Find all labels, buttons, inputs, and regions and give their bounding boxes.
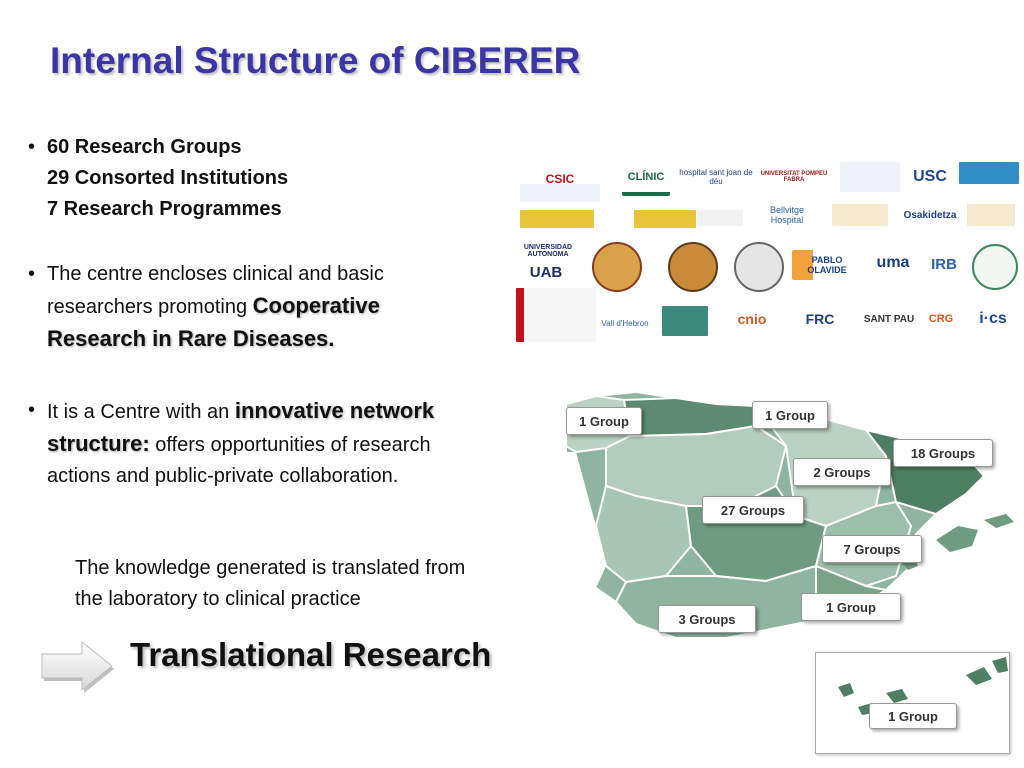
logo-institut-catala-salut [959, 162, 1019, 184]
programmes-count: 7 Research Programmes [47, 198, 282, 220]
logo-cnio: cnio [737, 311, 767, 327]
research-groups-count: 60 Research Groups [47, 136, 242, 158]
page-title: Internal Structure of CIBERER [50, 40, 581, 81]
logo-uma: uma [876, 254, 910, 271]
label-andalusia-groups: 3 Groups [658, 605, 756, 633]
label-galicia-groups: 1 Group [566, 407, 642, 435]
right-arrow-icon [41, 640, 114, 693]
network-rest-text: offers opportunities of research actions… [47, 434, 431, 487]
logo-madrid-hospitals [516, 288, 596, 342]
bullet-dot: • [28, 136, 36, 158]
label-murcia-groups: 1 Group [801, 593, 901, 621]
logo-kemol [697, 210, 743, 226]
logo-vall-hebron: Vall d'Hebron [601, 318, 649, 328]
logo-small-institution [520, 184, 600, 202]
logo-reina-mercedes [662, 306, 708, 336]
bullet-dot: • [28, 399, 36, 421]
map-balearic-menorca [984, 514, 1014, 528]
institutions-count: 29 Consorted Institutions [47, 167, 289, 189]
translational-research-heading: Translational Research [130, 636, 492, 673]
centre-description-text: The centre encloses clinical and basic r… [47, 263, 384, 318]
logo-universitat-barcelona [840, 162, 900, 192]
logo-andalucia [967, 204, 1015, 226]
logo-round-institution [972, 244, 1018, 290]
cooperative-research-emphasis: Cooperative Research in Rare Diseases. [47, 293, 380, 351]
logo-uab: UAB [529, 263, 563, 281]
canary-islands-map [838, 657, 1008, 723]
map-portugal [566, 452, 606, 596]
logo-pablo-olavide: PABLO OLAVIDE [792, 250, 862, 280]
logo-ics: i·cs [979, 310, 1007, 327]
logo-frc: FRC [805, 311, 835, 327]
label-catalonia-groups: 18 Groups [893, 439, 993, 467]
map-balearic-mallorca [936, 526, 978, 552]
logo-principe-felipe [832, 204, 888, 226]
logo-university-seal-2 [668, 242, 718, 292]
label-aragon-groups: 2 Groups [793, 458, 891, 486]
logo-uam: UNIVERSIDAD AUTONOMA [523, 244, 573, 258]
label-canary-groups: 1 Group [869, 703, 957, 729]
logo-bellvitge: Bellvitge Hospital [769, 205, 805, 225]
knowledge-paragraph: The knowledge generated is translated fr… [75, 557, 466, 610]
label-asturias-groups: 1 Group [752, 401, 828, 429]
logo-usc: USC [913, 168, 947, 185]
logo-clinic: CLÍNIC [622, 162, 670, 196]
logo-pompeu-fabra: UNIVERSITAT POMPEU FABRA [760, 171, 828, 183]
institution-logos: CSIC CLÍNIC hospital sant joan de déu UN… [512, 158, 1024, 354]
logo-university-seal-1 [592, 242, 642, 292]
label-madrid-groups: 27 Groups [702, 496, 804, 524]
logo-irb: IRB [931, 255, 957, 273]
logo-hospital-sant-joan-de-deu: hospital sant joan de déu [679, 168, 753, 186]
bullet-dot: • [28, 263, 36, 285]
logo-spanish-ministry-2 [634, 210, 696, 228]
logo-sant-pau: SANT PAU [863, 313, 915, 325]
logo-universidad-valencia [734, 242, 784, 292]
network-intro-text: It is a Centre with an [47, 401, 235, 423]
logo-csic: CSIC [545, 172, 575, 186]
logo-osakidetza: Osakidetza [903, 209, 957, 221]
logo-crg: CRG [928, 313, 954, 325]
label-valencia-groups: 7 Groups [822, 535, 922, 563]
innovative-network-emphasis: innovative network structure: [47, 398, 435, 456]
logo-spanish-ministry [520, 210, 594, 228]
